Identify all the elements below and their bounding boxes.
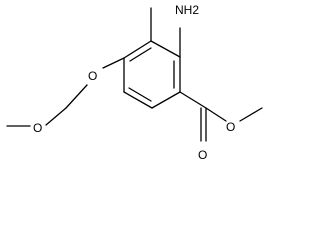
amino-label: NH2: [175, 3, 199, 17]
ester-oxygen-label: O: [226, 120, 235, 134]
benzene-ring: [123, 40, 181, 109]
ring-bond-c6-c1-inner: [129, 47, 152, 62]
ring-to-ether-o-bond: [102, 57, 125, 69]
ring-bond-c4-c5-inner: [128, 87, 152, 102]
ring-bond-c1-c2: [150, 40, 181, 58]
ring-bond-c3-c4: [151, 91, 181, 109]
carbonyl-oxygen-label: O: [198, 148, 207, 162]
ether-oxygen-label: O: [88, 69, 97, 83]
ring-bond-c4-c5: [123, 91, 153, 109]
ring-to-carbonyl-bond: [179, 91, 207, 109]
carbonyl-to-ester-o-bond: [205, 107, 227, 122]
ether-o-to-ch2-bond: [65, 84, 88, 109]
methoxy-oxygen-label: O: [33, 121, 42, 135]
molecule-structure: NH2 O O O O: [6, 3, 263, 162]
ring-bond-c6-c1: [123, 40, 152, 59]
ch2-to-methoxy-o-bond: [45, 107, 67, 126]
ester-o-to-methyl-bond: [239, 107, 263, 122]
